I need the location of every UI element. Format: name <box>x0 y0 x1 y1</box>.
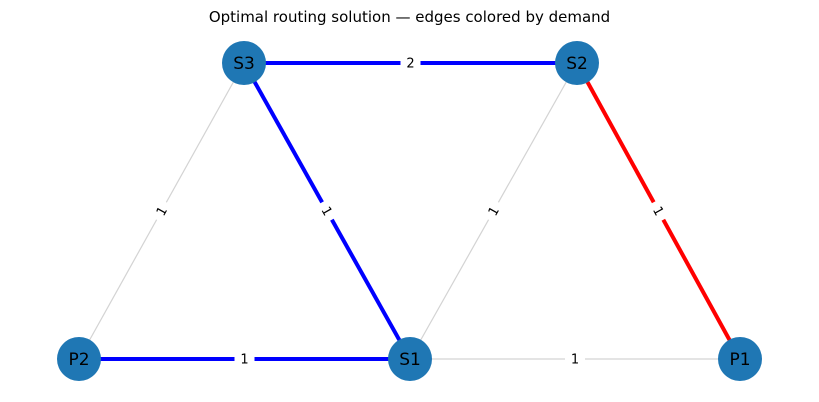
node-S1 <box>388 337 432 381</box>
edge-label-box-S1-P1 <box>565 350 585 368</box>
edge-label-box-S1-S2 <box>482 199 505 223</box>
edge-label-box-S3-S2 <box>400 54 421 72</box>
node-label-P1: P1 <box>729 350 750 370</box>
edge-label-box-P2-S3 <box>150 199 173 223</box>
node-label-P2: P2 <box>68 350 89 370</box>
node-P2 <box>57 337 101 381</box>
edge-label-S1-P1: 1 <box>571 353 579 368</box>
chart-title: Optimal routing solution — edges colored… <box>208 8 611 26</box>
node-label-S3: S3 <box>233 54 255 74</box>
edge-label-S3-S2: 2 <box>406 57 414 72</box>
edge-label-P2-S1: 1 <box>240 353 248 368</box>
node-label-S1: S1 <box>399 350 421 370</box>
node-label-S2: S2 <box>566 54 588 74</box>
edge-label-box-P2-S1 <box>234 350 255 368</box>
node-S3 <box>222 41 266 85</box>
edge-label-box-S3-S1 <box>315 199 339 223</box>
edge-label-box-S2-P1 <box>647 199 670 223</box>
node-S2 <box>555 41 599 85</box>
node-P1 <box>718 337 762 381</box>
